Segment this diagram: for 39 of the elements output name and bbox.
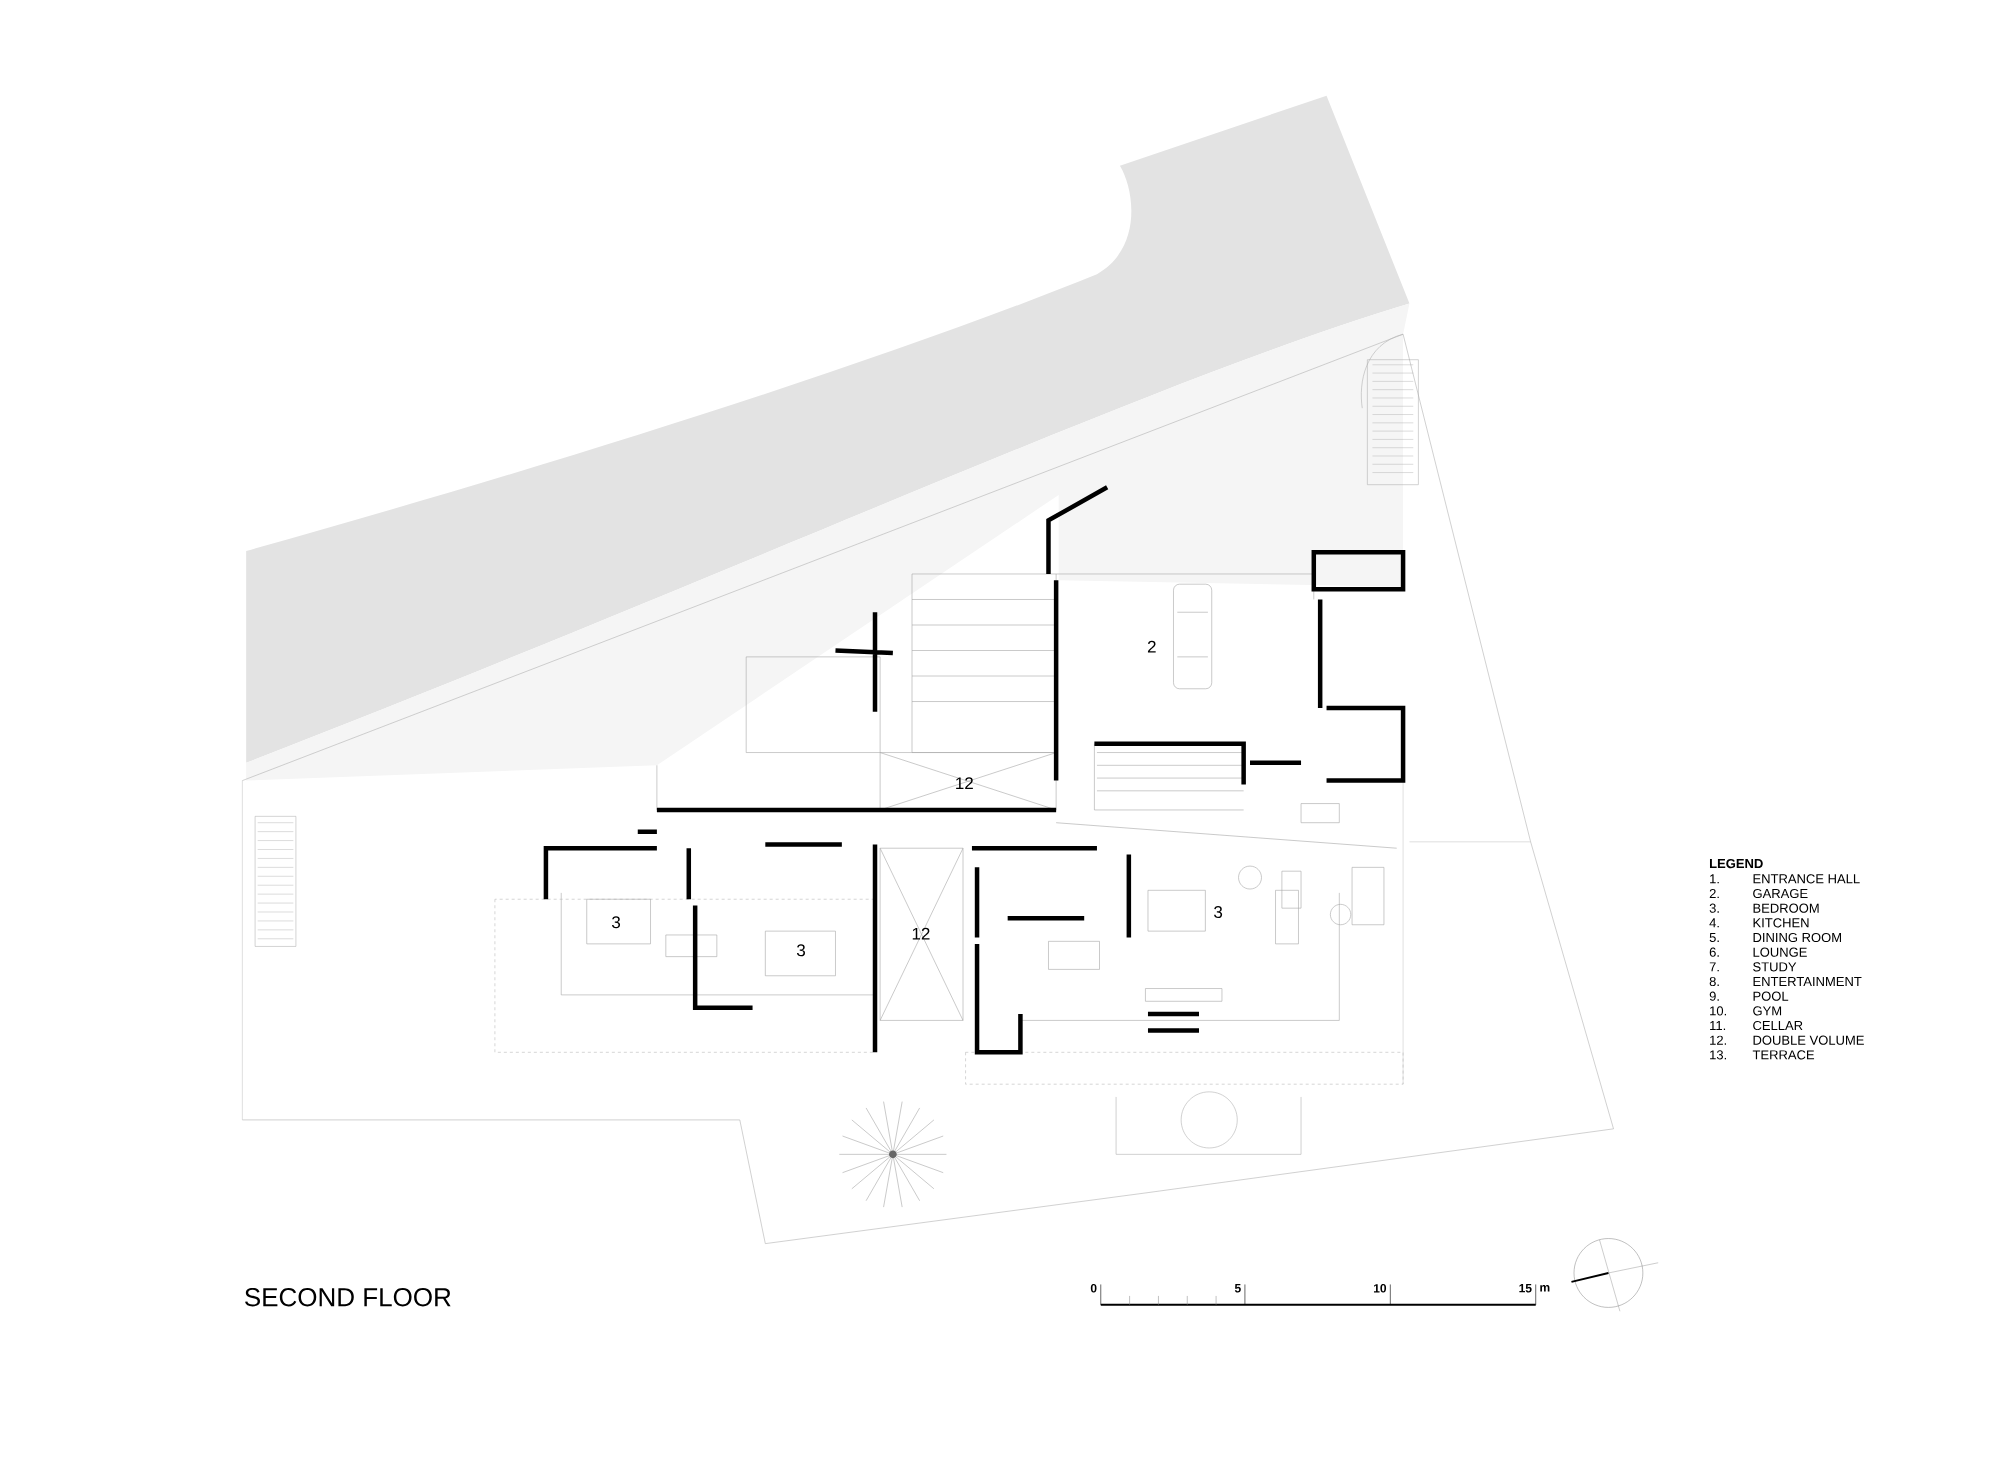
room-number: 2: [1147, 640, 1156, 653]
legend-text: ENTRANCE HALL: [1753, 874, 1860, 884]
legend-number: 4.: [1709, 918, 1719, 928]
room-number: 3: [612, 916, 621, 929]
legend-number: 8.: [1709, 977, 1719, 987]
scale-label: 0: [1090, 1284, 1097, 1293]
room-number: 3: [796, 944, 805, 957]
scale-label: m: [1540, 1285, 1550, 1292]
scale-label: 15: [1519, 1284, 1532, 1293]
legend-text: BEDROOM: [1753, 903, 1819, 913]
legend-number: 7.: [1709, 962, 1719, 972]
legend-number: 5.: [1709, 933, 1719, 943]
legend-number: 2.: [1709, 889, 1719, 899]
legend-text: CELLAR: [1753, 1021, 1803, 1031]
legend-text: GYM: [1753, 1006, 1782, 1016]
legend-number: 3.: [1709, 903, 1719, 913]
drawing-title: SECOND FLOOR: [245, 1288, 451, 1307]
room-number: 12: [912, 927, 930, 940]
legend-text: GARAGE: [1753, 889, 1808, 899]
legend-text: POOL: [1753, 991, 1789, 1001]
legend-number: 12.: [1710, 1035, 1726, 1045]
legend-heading: LEGEND: [1710, 859, 1763, 869]
legend-number: 11.: [1710, 1021, 1726, 1031]
legend-text: ENTERTAINMENT: [1753, 977, 1862, 987]
legend-text: LOUNGE: [1753, 947, 1807, 957]
legend-text: DOUBLE VOLUME: [1753, 1035, 1864, 1045]
legend-text: STUDY: [1753, 962, 1797, 972]
legend-text: TERRACE: [1752, 1050, 1815, 1060]
legend-number: 1.: [1710, 874, 1719, 884]
legend-text: KITCHEN: [1753, 918, 1809, 928]
legend-number: 13.: [1710, 1050, 1726, 1060]
legend-number: 9.: [1709, 991, 1719, 1001]
room-number: 3: [1214, 906, 1223, 919]
legend-text: DINING ROOM: [1753, 933, 1841, 943]
scale-label: 5: [1234, 1284, 1241, 1293]
room-number: 12: [956, 777, 973, 790]
scale-label: 10: [1374, 1284, 1387, 1293]
legend-number: 10.: [1710, 1006, 1726, 1016]
legend-number: 6.: [1709, 947, 1719, 957]
